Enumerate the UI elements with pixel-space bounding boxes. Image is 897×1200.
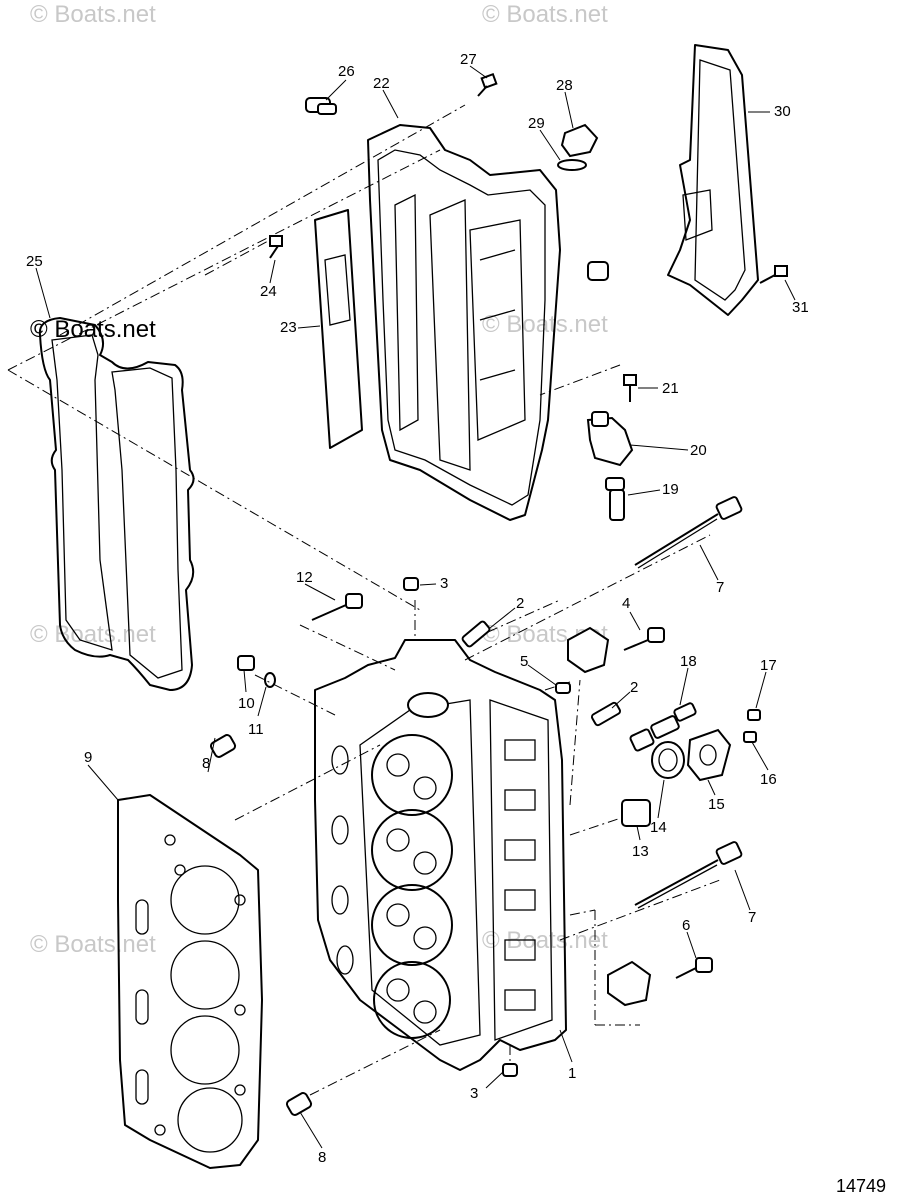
plug (403, 577, 419, 591)
callout-29: 29 (528, 115, 545, 132)
callout-23: 23 (280, 319, 297, 336)
seal (651, 741, 685, 779)
callout-15: 15 (708, 796, 725, 813)
bolt (675, 957, 713, 979)
watermark: © Boats.net (482, 311, 608, 338)
head-gasket (117, 794, 263, 1169)
callout-16: 16 (760, 771, 777, 788)
callout-19: 19 (662, 481, 679, 498)
sensor (621, 799, 651, 827)
valve-cover-gasket (38, 317, 195, 691)
spark-plug (629, 702, 697, 752)
callout-7: 7 (716, 579, 724, 596)
bolt (623, 627, 665, 651)
callout-18: 18 (680, 653, 697, 670)
callout-31: 31 (792, 299, 809, 316)
callout-24: 24 (260, 283, 277, 300)
callout-8: 8 (318, 1149, 326, 1166)
fitting (605, 477, 625, 521)
callout-2: 2 (516, 595, 524, 612)
dowel-pin (461, 620, 491, 648)
callout-5: 5 (520, 653, 528, 670)
callout-7: 7 (748, 909, 756, 926)
callout-1: 1 (568, 1065, 576, 1082)
callout-6: 6 (682, 917, 690, 934)
watermark: © Boats.net (482, 927, 608, 954)
callout-11: 11 (248, 721, 264, 738)
alignment-lines (7, 104, 721, 1096)
screw (743, 731, 757, 743)
callout-30: 30 (774, 103, 791, 120)
long-bolt (634, 841, 743, 909)
callout-28: 28 (556, 77, 573, 94)
screw (269, 235, 283, 259)
callout-20: 20 (690, 442, 707, 459)
sleeve (209, 734, 237, 758)
grommet (587, 261, 609, 281)
screw (747, 709, 761, 721)
callout-3: 3 (440, 575, 448, 592)
watermark: © Boats.net (30, 931, 156, 958)
callout-21: 21 (662, 380, 679, 397)
leader-lines (35, 65, 796, 1149)
callout-9: 9 (84, 749, 92, 766)
callout-10: 10 (238, 695, 255, 712)
sleeve (285, 1092, 313, 1116)
clamp-bracket (567, 626, 610, 674)
cylinder-head (314, 639, 567, 1071)
clamp-bracket (607, 960, 652, 1007)
callout-labels: 26 22 27 28 29 30 31 24 23 21 20 19 25 7… (26, 51, 809, 1166)
watermark-layer: © Boats.net © Boats.net © Boats.net © Bo… (30, 1, 608, 958)
watermark: © Boats.net (482, 1, 608, 28)
dowel-pin (590, 701, 622, 727)
long-bolt (634, 496, 743, 569)
callout-12: 12 (296, 569, 313, 586)
o-ring (557, 159, 587, 171)
callout-25: 25 (26, 253, 43, 270)
callout-17: 17 (760, 657, 777, 674)
callout-2: 2 (630, 679, 638, 696)
callout-27: 27 (460, 51, 477, 68)
callout-26: 26 (338, 63, 355, 80)
screw (477, 72, 498, 97)
washer (264, 672, 276, 688)
screw (623, 374, 637, 402)
callout-14: 14 (650, 819, 667, 836)
screw (759, 265, 788, 284)
bolt (311, 593, 363, 621)
callout-13: 13 (632, 843, 649, 860)
callout-3: 3 (470, 1085, 478, 1102)
valve-cover (367, 124, 561, 521)
sensor-with-bracket (586, 411, 634, 467)
callout-8: 8 (202, 755, 210, 772)
grommet (305, 97, 337, 115)
oil-fill-cap (560, 123, 599, 158)
figure-number: 14749 (836, 1176, 886, 1196)
pin (555, 682, 571, 694)
housing (686, 728, 732, 782)
callout-22: 22 (373, 75, 390, 92)
callout-4: 4 (622, 595, 630, 612)
plug (502, 1063, 518, 1077)
cover-bracket (667, 44, 759, 316)
fitting (237, 655, 255, 671)
watermark: © Boats.net (30, 1, 156, 28)
cover-plate (314, 209, 363, 449)
